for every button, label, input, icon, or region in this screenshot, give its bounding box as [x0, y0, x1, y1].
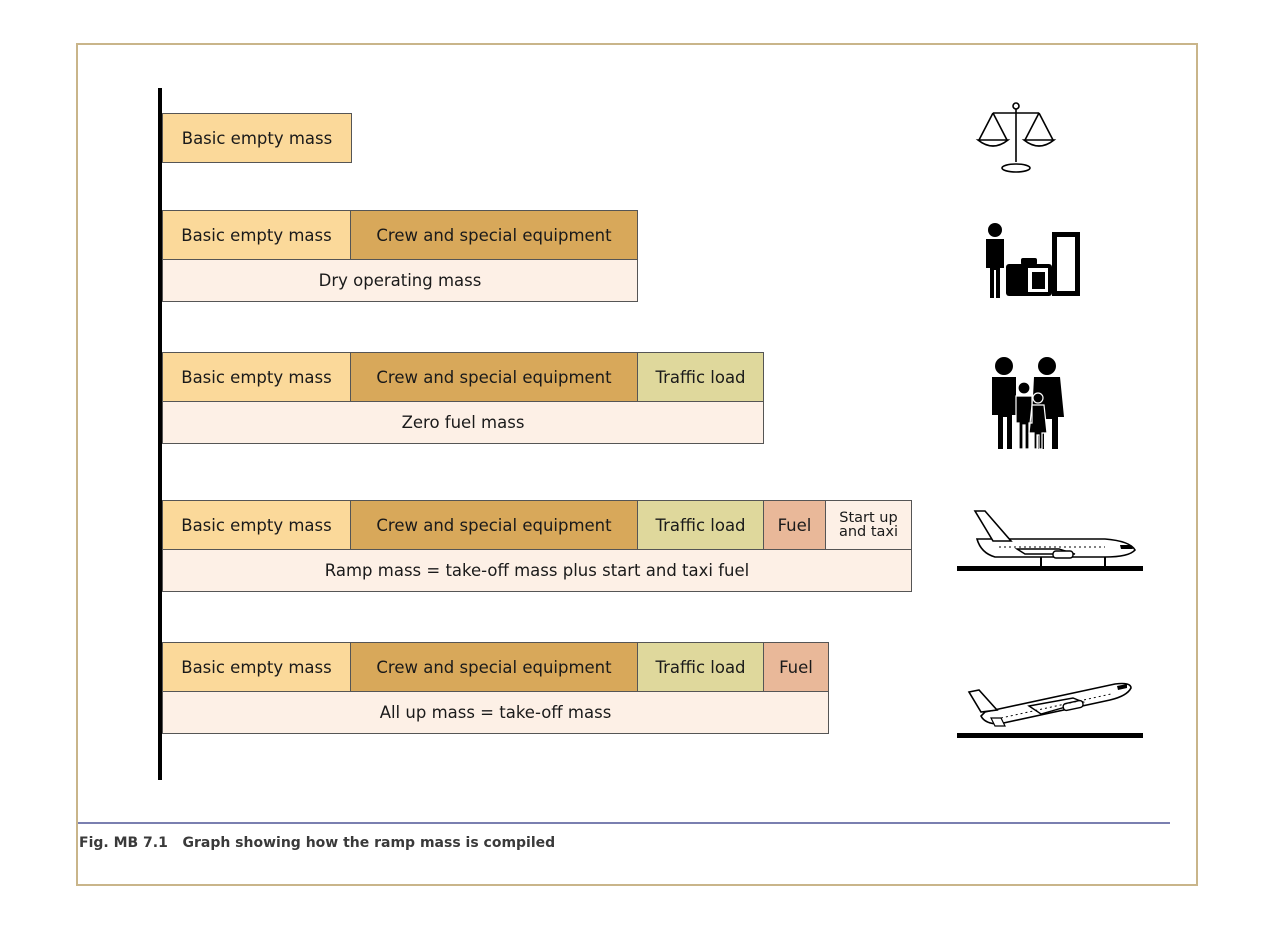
segment-basic-empty-mass: Basic empty mass	[162, 210, 351, 260]
aircraft-takeoff-icon	[957, 682, 1143, 738]
segment-fuel: Fuel	[763, 642, 829, 692]
scales-icon	[975, 102, 1057, 173]
vertical-axis	[158, 88, 162, 780]
passengers-icon	[992, 357, 1064, 450]
segment-basic-empty-mass: Basic empty mass	[162, 642, 351, 692]
total-ramp-mass: Ramp mass = take-off mass plus start and…	[162, 550, 912, 592]
segment-basic-empty-mass: Basic empty mass	[162, 500, 351, 550]
total-zero-fuel-mass: Zero fuel mass	[162, 402, 764, 444]
crew-with-luggage-icon	[986, 223, 1080, 298]
segment-fuel: Fuel	[763, 500, 826, 550]
segment-crew-and-special-equipment: Crew and special equipment	[350, 210, 638, 260]
segment-basic-empty-mass: Basic empty mass	[162, 113, 352, 163]
segment-traffic-load: Traffic load	[637, 352, 764, 402]
segment-crew-and-special-equipment: Crew and special equipment	[350, 500, 638, 550]
segment-start-up-and-taxi: Start up and taxi	[825, 500, 912, 550]
figure-frame	[76, 43, 1198, 886]
segment-crew-and-special-equipment: Crew and special equipment	[350, 642, 638, 692]
segment-crew-and-special-equipment: Crew and special equipment	[350, 352, 638, 402]
caption-divider	[78, 822, 1170, 824]
segment-basic-empty-mass: Basic empty mass	[162, 352, 351, 402]
segment-traffic-load: Traffic load	[637, 500, 764, 550]
aircraft-on-ground-icon	[957, 510, 1143, 571]
figure-caption: Fig. MB 7.1 Graph showing how the ramp m…	[79, 835, 556, 851]
total-dry-operating-mass: Dry operating mass	[162, 260, 638, 302]
segment-traffic-load: Traffic load	[637, 642, 764, 692]
total-all-up-mass: All up mass = take-off mass	[162, 692, 829, 734]
